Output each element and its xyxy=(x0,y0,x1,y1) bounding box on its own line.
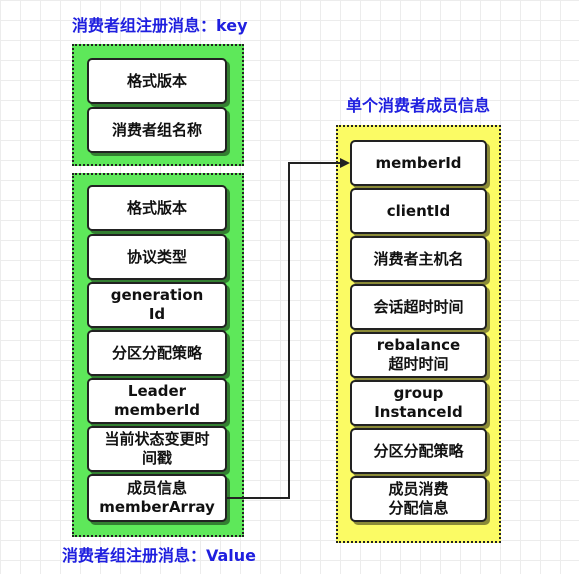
member-item-session-timeout: 会话超时时间 xyxy=(350,284,487,330)
key-group-title: 消费者组注册消息：key xyxy=(72,16,248,35)
member-item-client-id: clientId xyxy=(350,188,487,234)
member-item-host: 消费者主机名 xyxy=(350,236,487,282)
member-item-group-instance-id: group InstanceId xyxy=(350,380,487,426)
member-item-rebalance-timeout: rebalance 超时时间 xyxy=(350,332,487,378)
value-item-format-version: 格式版本 xyxy=(87,185,227,231)
value-item-generation-id: generation Id xyxy=(87,282,227,328)
value-item-leader-member-id: Leader memberId xyxy=(87,378,227,424)
member-item-assignment-strategy: 分区分配策略 xyxy=(350,428,487,474)
value-group-title: 消费者组注册消息：Value xyxy=(62,546,257,565)
key-item-group-name: 消费者组名称 xyxy=(87,107,227,153)
member-array-arrow xyxy=(227,158,350,499)
member-group-title: 单个消费者成员信息 xyxy=(346,96,491,115)
value-item-member-array: 成员信息 memberArray xyxy=(87,474,227,522)
value-item-assignment-strategy: 分区分配策略 xyxy=(87,330,227,376)
member-item-assignment-info: 成员消费 分配信息 xyxy=(350,476,487,522)
member-item-member-id: memberId xyxy=(350,140,487,186)
key-item-format-version: 格式版本 xyxy=(87,58,227,104)
value-item-state-timestamp: 当前状态变更时 间戳 xyxy=(87,426,227,472)
value-item-protocol-type: 协议类型 xyxy=(87,234,227,280)
